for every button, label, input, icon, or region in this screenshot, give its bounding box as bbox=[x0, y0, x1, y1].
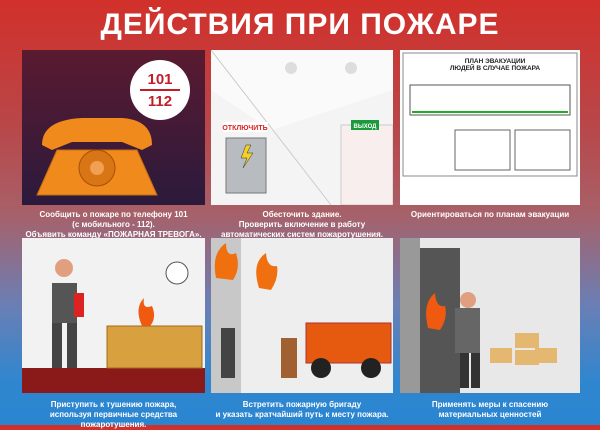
plan-subtitle: ЛЮДЕЙ В СЛУЧАЕ ПОЖАРА bbox=[450, 63, 541, 72]
poster-title: ДЕЙСТВИЯ ПРИ ПОЖАРЕ bbox=[100, 8, 500, 41]
caption-line: Применять меры к спасению bbox=[431, 400, 549, 409]
caption-line: Встретить пожарную бригаду bbox=[242, 400, 362, 409]
switchboard-illustration: ОТКЛЮЧИТЬ ВЫХОД bbox=[211, 50, 393, 205]
caption-4: Приступить к тушению пожара, используя п… bbox=[22, 400, 205, 430]
label-turn-off: ОТКЛЮЧИТЬ bbox=[222, 125, 267, 132]
caption-line: материальных ценностей bbox=[438, 410, 542, 419]
exit-sign: ВЫХОД bbox=[354, 124, 378, 130]
plan-title: ПЛАН ЭВАКУАЦИИ bbox=[465, 58, 526, 65]
caption-3: Ориентироваться по планам эвакуации bbox=[400, 210, 580, 220]
panel-extinguish bbox=[22, 238, 205, 393]
caption-line: Проверить включение в работу bbox=[238, 220, 366, 229]
panel-call-fire: 101 112 bbox=[22, 50, 205, 205]
caption-line: Приступить к тушению пожара, bbox=[50, 400, 177, 409]
rescue-valuables-illustration bbox=[400, 238, 557, 393]
fire-brigade-illustration bbox=[211, 238, 392, 393]
caption-6: Применять меры к спасению материальных ц… bbox=[400, 400, 580, 420]
evacuation-plan-illustration: ПЛАН ЭВАКУАЦИИ ЛЮДЕЙ В СЛУЧАЕ ПОЖАРА bbox=[402, 52, 578, 177]
panel-save-valuables bbox=[400, 238, 580, 393]
panel-evacuation-plan: ПЛАН ЭВАКУАЦИИ ЛЮДЕЙ В СЛУЧАЕ ПОЖАРА bbox=[400, 50, 580, 205]
caption-line: Объявить команду «ПОЖАРНАЯ ТРЕВОГА». bbox=[25, 230, 202, 239]
number-101: 101 bbox=[147, 71, 172, 88]
caption-line: используя первичные средства пожаротушен… bbox=[49, 410, 178, 429]
caption-line: (с мобильного - 112). bbox=[72, 220, 155, 229]
phone-illustration: 101 112 bbox=[36, 60, 190, 196]
caption-1: Сообщить о пожаре по телефону 101 (с моб… bbox=[22, 210, 205, 240]
caption-line: Сообщить о пожаре по телефону 101 bbox=[39, 210, 188, 219]
caption-5: Встретить пожарную бригаду и указать кра… bbox=[211, 400, 393, 420]
caption-2: Обесточить здание. Проверить включение в… bbox=[211, 210, 393, 240]
caption-line: Ориентироваться по планам эвакуации bbox=[410, 210, 570, 219]
caption-line: автоматических систем пожаротушения. bbox=[221, 230, 383, 239]
extinguishing-illustration bbox=[22, 259, 205, 393]
number-112: 112 bbox=[148, 93, 172, 110]
caption-line: Обесточить здание. bbox=[262, 210, 342, 219]
panel-meet-firefighters bbox=[211, 238, 393, 393]
caption-line: и указать кратчайший путь к месту пожара… bbox=[215, 410, 389, 419]
panel-power-off: ОТКЛЮЧИТЬ ВЫХОД bbox=[211, 50, 393, 205]
